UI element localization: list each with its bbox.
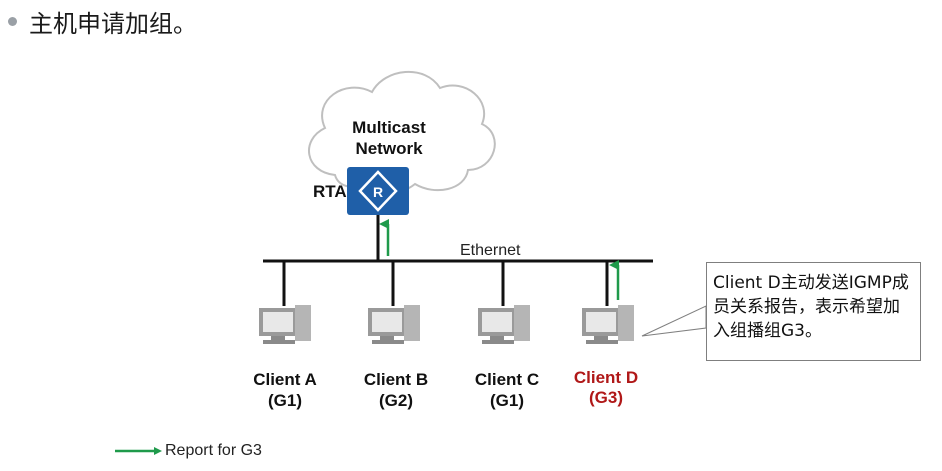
heading-text: 主机申请加组。 <box>29 10 197 38</box>
client-d-name: Client D <box>574 368 638 387</box>
legend-label: Report for G3 <box>165 442 262 459</box>
callout-pointer <box>641 305 707 337</box>
computer-icon-c <box>478 305 530 344</box>
cloud-label-line2: Network <box>355 139 423 158</box>
slide-heading: 主机申请加组。 <box>8 4 197 39</box>
client-a-name: Client A <box>253 370 317 389</box>
client-c-group: (G1) <box>490 391 524 410</box>
ethernet-label: Ethernet <box>460 242 521 259</box>
client-b-name: Client B <box>364 370 428 389</box>
client-b-group: (G2) <box>379 391 413 410</box>
router-icon <box>347 167 409 215</box>
client-a-group: (G1) <box>268 391 302 410</box>
client-c-name: Client C <box>475 370 539 389</box>
client-d-group: (G3) <box>589 388 623 407</box>
computer-icon-b <box>368 305 420 344</box>
cloud-label-line1: Multicast <box>352 118 426 137</box>
computer-icon-d <box>582 305 634 344</box>
computer-icon-a <box>259 305 311 344</box>
router-label: RTA <box>313 182 347 201</box>
router-symbol: R <box>373 184 383 200</box>
bullet-icon <box>8 17 17 26</box>
callout-box: Client D主动发送IGMP成员关系报告，表示希望加入组播组G3。 <box>706 262 921 361</box>
